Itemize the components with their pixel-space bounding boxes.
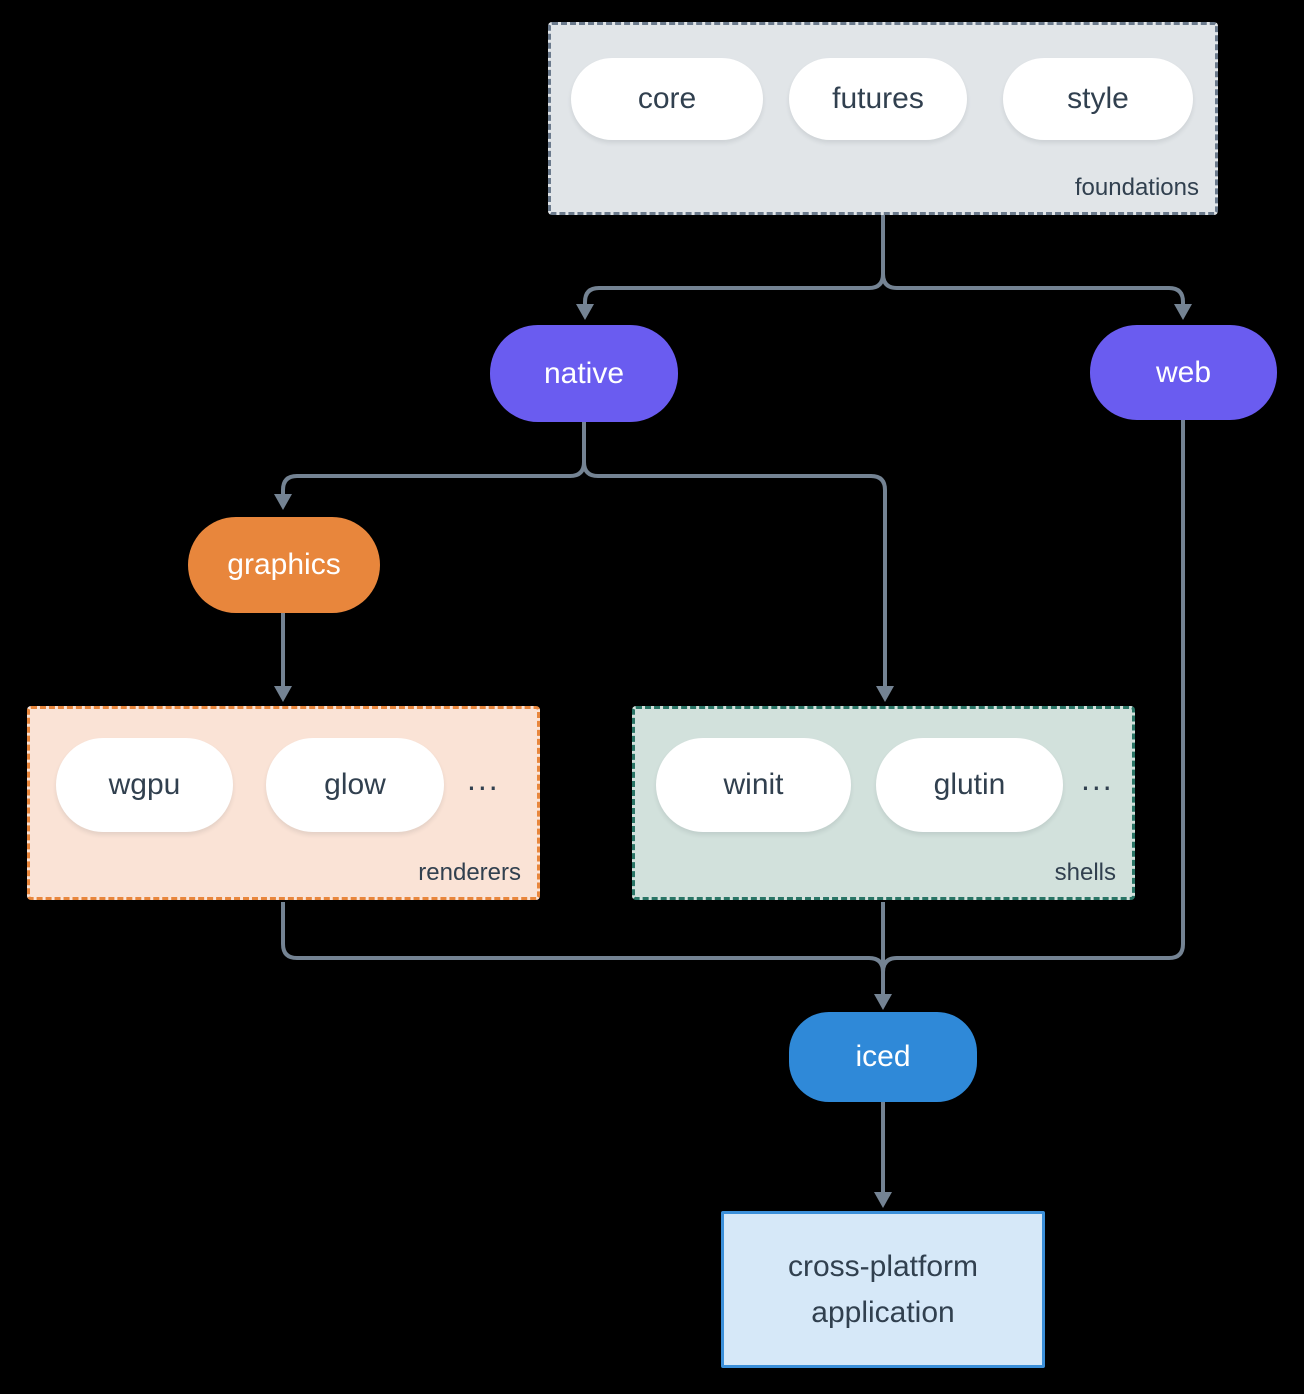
node-winit-label: winit [723,768,784,801]
node-glutin-label: glutin [933,768,1006,801]
node-native-label: native [543,356,625,390]
node-core-label: core [637,82,697,115]
node-style-label: style [1067,82,1129,115]
edge-native-graphics [281,422,586,494]
arrowhead-native [576,304,594,320]
group-foundations: core futures style foundations [548,22,1218,215]
edge-native-shells [582,422,887,688]
node-glow-label: glow [324,768,386,801]
edge-foundations-web [881,215,1185,306]
arrowhead-application [874,1192,892,1208]
application-label-line1: cross-platform [787,1249,979,1283]
node-wgpu: wgpu [56,738,233,832]
group-shells-label: shells [1054,859,1116,886]
arrowhead-renderers [274,686,292,702]
node-core: core [571,58,763,140]
node-futures-label: futures [832,82,924,115]
group-renderers-label: renderers [418,859,521,886]
node-glow: glow [266,738,444,832]
application-label-line2: application [811,1295,955,1329]
node-iced: iced [789,1012,977,1102]
node-native: native [490,325,678,422]
node-web: web [1090,325,1277,420]
node-graphics: graphics [188,517,380,613]
arrowhead-shells [876,686,894,702]
shells-ellipsis: ... [1081,761,1114,797]
node-winit: winit [656,738,851,832]
node-graphics-label: graphics [227,548,341,581]
group-shells: winit glutin ... shells [632,706,1135,900]
node-web-label: web [1155,355,1212,389]
node-glutin: glutin [876,738,1063,832]
node-cross-platform-application: cross-platform application [721,1211,1045,1368]
node-wgpu-label: wgpu [108,768,181,801]
node-futures: futures [789,58,967,140]
group-renderers: wgpu glow ... renderers [27,706,540,900]
arrowhead-graphics [274,494,292,510]
arrowhead-web [1174,304,1192,320]
renderers-ellipsis: ... [467,761,500,797]
node-style: style [1003,58,1193,140]
edge-renderers-iced [281,902,885,973]
edge-foundations-native [583,215,885,306]
arrowhead-iced [874,994,892,1010]
node-iced-label: iced [855,1040,911,1073]
group-foundations-label: foundations [1074,174,1199,201]
